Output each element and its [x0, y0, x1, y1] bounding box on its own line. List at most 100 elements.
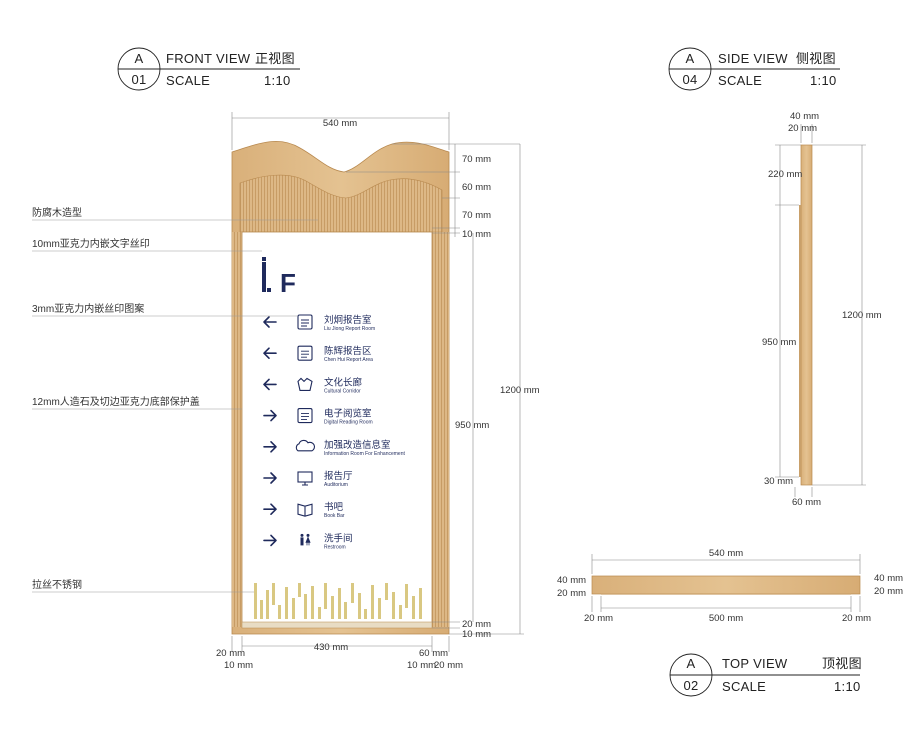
annotation-label: 10mm亚克力内嵌文字丝印 [32, 237, 150, 250]
dim-label: 10 mm [462, 229, 491, 240]
report-icon [297, 314, 313, 330]
dim-label: 40 mm [790, 111, 819, 122]
dim-label: 60 mm [462, 182, 491, 193]
stainless-strip [241, 621, 433, 629]
dim-label: 70 mm [462, 210, 491, 221]
annotation-label: 3mm亚克力内嵌丝印图案 [32, 302, 144, 315]
dim-label: 60 mm [419, 648, 448, 659]
title-block-letter: A [686, 51, 695, 66]
wood-crest-stripes [239, 174, 443, 233]
dim-label: 220 mm [768, 169, 802, 180]
title-block-top: A 02 TOP VIEW 顶视图 SCALE 1:10 [669, 653, 862, 697]
annotation-label: 12mm人造石及切边亚克力底部保护盖 [32, 395, 200, 408]
room-name-cn: 书吧 [324, 502, 344, 513]
scale-value: 1:10 [810, 73, 837, 88]
dim-label: 20 mm [584, 613, 613, 624]
floor-mark: F [262, 257, 296, 298]
arrow-right-icon [263, 503, 277, 515]
view-title-cn: 正视图 [255, 51, 295, 66]
room-name-cn: 文化长廊 [324, 376, 363, 388]
room-name-cn: 电子阅览室 [324, 408, 372, 420]
arrow-left-icon [263, 378, 277, 391]
left-stripes [232, 232, 242, 627]
dim-label: 70 mm [462, 154, 491, 165]
dim-label: 10 mm [407, 660, 436, 671]
room-name-cn: 刘炯报告室 [324, 314, 372, 326]
arrow-right-icon [263, 534, 277, 547]
title-block-number: 01 [131, 72, 146, 87]
arrow-left-icon [263, 347, 277, 359]
dim-label: 540 mm [323, 118, 357, 129]
floor-letter: F [280, 268, 296, 298]
arrow-right-icon [263, 472, 277, 484]
side-wood-slab [800, 144, 813, 486]
dim-label: 500 mm [709, 613, 743, 624]
dim-label: 950 mm [455, 420, 489, 431]
restroom-icon [300, 533, 311, 546]
view-title-cn: 侧视图 [796, 51, 836, 66]
dim-label: 20 mm [874, 586, 903, 597]
title-block-number: 04 [682, 72, 697, 87]
scale-value: 1:10 [264, 73, 291, 88]
room-name-en: Cultural Corridor [324, 388, 361, 394]
front-view-sign: F [231, 141, 450, 635]
room-name-en: Liu Jiong Report Room [324, 326, 375, 332]
side-view: 40 mm 20 mm 220 mm 950 mm 1200 mm 30 mm … [762, 111, 882, 508]
scale-value: 1:10 [834, 679, 861, 694]
dim-label: 10 mm [224, 660, 253, 671]
room-name-cn: 报告厅 [324, 470, 353, 482]
dim-label: 20 mm [462, 619, 491, 630]
dim-label: 430 mm [314, 642, 348, 653]
dim-label: 20 mm [557, 588, 586, 599]
screen-icon [297, 471, 313, 486]
view-title: TOP VIEW [722, 656, 788, 671]
title-block-letter: A [135, 51, 144, 66]
cloud-icon [295, 439, 316, 452]
scale-label: SCALE [718, 73, 762, 88]
top-wood-slab [591, 575, 861, 595]
dim-label: 950 mm [762, 337, 796, 348]
dim-label: 20 mm [842, 613, 871, 624]
scale-label: SCALE [166, 73, 210, 88]
room-name-en: Book Bar [324, 513, 345, 519]
dim-label: 540 mm [709, 548, 743, 559]
front-dimensions: 540 mm 70 mm 60 mm 70 mm 10 mm 1200 mm 9… [216, 112, 540, 671]
view-title: SIDE VIEW [718, 51, 788, 66]
arrow-left-icon [263, 316, 277, 328]
side-acrylic-edge [799, 205, 801, 477]
view-title: FRONT VIEW [166, 51, 251, 66]
acrylic-panel [241, 231, 433, 628]
annotation-label: 防腐木造型 [32, 206, 82, 219]
gold-bar-pattern [254, 583, 422, 619]
room-name-cn: 洗手间 [324, 532, 353, 544]
title-block-side: A 04 SIDE VIEW 侧视图 SCALE 1:10 [668, 47, 840, 91]
dim-label: 30 mm [764, 476, 793, 487]
culture-icon [297, 377, 313, 391]
dim-label: 60 mm [792, 497, 821, 508]
room-name-cn: 陈辉报告区 [324, 345, 372, 357]
room-name-en: Chen Hui Report Area [324, 357, 373, 363]
book-icon [297, 503, 313, 517]
room-name-en: Digital Reading Room [324, 420, 373, 426]
annotations: 防腐木造型 10mm亚克力内嵌文字丝印 3mm亚克力内嵌丝印图案 12mm人造石… [32, 206, 318, 593]
title-block-front: A 01 FRONT VIEW 正视图 SCALE 1:10 [117, 47, 300, 91]
view-title-cn: 顶视图 [822, 656, 862, 671]
dim-label: 40 mm [874, 573, 903, 584]
title-block-number: 02 [683, 678, 698, 693]
title-block-letter: A [687, 656, 696, 671]
reading-icon [297, 408, 313, 424]
arrow-right-icon [263, 409, 277, 422]
top-view: 540 mm 40 mm 20 mm 40 mm 20 mm 20 mm 500… [557, 548, 903, 624]
dim-label: 20 mm [788, 123, 817, 134]
annotation-label: 拉丝不锈钢 [32, 578, 82, 591]
right-stripes [432, 232, 449, 627]
room-name-en: Auditorium [324, 482, 348, 488]
